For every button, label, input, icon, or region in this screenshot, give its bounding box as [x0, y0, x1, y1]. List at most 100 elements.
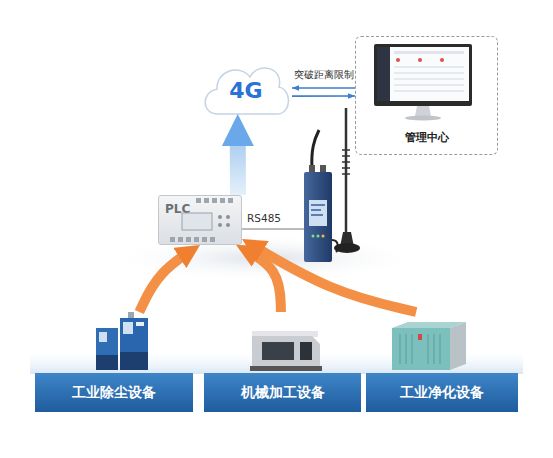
equipment-band: 工业净化设备: [366, 312, 518, 412]
antenna: [342, 150, 350, 174]
floor-glow: [30, 234, 523, 374]
gateway-device: [311, 204, 325, 206]
gateway-device: [311, 214, 323, 216]
plc-detail: [210, 237, 215, 242]
purifier-cabinet: [392, 322, 466, 328]
plc-detail: [170, 237, 175, 242]
monitor-icon: [415, 106, 431, 116]
lathe-machine: [250, 366, 322, 371]
band-bar: 机械加工设备: [204, 373, 361, 412]
dust-collector: [96, 355, 118, 370]
dust-collector: [136, 322, 144, 326]
gateway-device: [320, 165, 326, 173]
plc-detail: [220, 198, 225, 203]
node-label: 管理中心: [356, 130, 497, 145]
equipment-band: 工业除尘设备: [35, 312, 193, 412]
monitor-icon: [396, 58, 400, 62]
lathe-machine: [262, 342, 294, 360]
dust-collector: [99, 332, 107, 342]
gateway-device: [309, 165, 315, 173]
rs485-wire: [242, 229, 304, 230]
floor-glow: [30, 348, 523, 374]
edge-label: 突破距离限制: [294, 69, 354, 82]
plc-detail: [218, 215, 222, 219]
plc-detail: [204, 198, 209, 203]
dust-collector: [96, 312, 148, 370]
purifier-cabinet: [400, 334, 440, 364]
gateway-device: [312, 130, 319, 168]
monitor-icon: [394, 78, 464, 80]
gateway-device: [311, 209, 321, 211]
antenna: [345, 108, 348, 232]
connector-arrow: [236, 245, 281, 312]
purifier-cabinet: [418, 334, 422, 340]
plc-detail: [170, 198, 233, 242]
node-label: 4G: [200, 78, 292, 104]
antenna: [334, 243, 360, 253]
monitor-icon: [377, 47, 469, 101]
gateway-device: [309, 200, 327, 226]
node-label: 工业除尘设备: [72, 384, 156, 402]
plc-detail: [212, 198, 217, 203]
purifier-cabinet: [392, 328, 450, 370]
node-label: PLC: [165, 202, 190, 216]
lathe-machine: [300, 342, 312, 360]
monitor-icon: [374, 44, 472, 121]
cloud-node: 4G: [200, 58, 292, 114]
gateway-device: [317, 235, 320, 238]
gateway-device: [304, 172, 332, 262]
dust-collector: [120, 352, 148, 370]
monitor-icon: [394, 66, 464, 68]
antenna: [332, 108, 360, 253]
monitor-icon: [394, 90, 464, 92]
purifier-cabinet: [392, 322, 466, 370]
node-label: 机械加工设备: [241, 384, 325, 402]
monitor-icon: [440, 58, 444, 62]
purifier-cabinet: [450, 322, 466, 370]
monitor-icon: [394, 72, 464, 74]
plc-detail: [178, 237, 183, 242]
gateway-device: [304, 130, 332, 262]
monitor-icon: [394, 84, 464, 86]
connector-arrow: [230, 114, 246, 195]
monitor-icon: [418, 58, 422, 62]
connector-arrow: [139, 245, 200, 312]
plc-detail: [196, 198, 201, 203]
monitor-icon: [405, 116, 441, 121]
monitor-icon: [374, 44, 472, 106]
lathe-machine: [252, 336, 320, 370]
plc-detail: [226, 223, 230, 227]
antenna: [340, 232, 354, 247]
plc-detail: [194, 237, 199, 242]
floor-glow: [105, 234, 425, 282]
plc-detail: [182, 213, 212, 230]
gateway-device: [312, 235, 315, 238]
management-center-box: 管理中心: [355, 36, 498, 155]
connector-arrow: [292, 88, 355, 96]
plc-detail: [218, 223, 222, 227]
plc-detail: [202, 237, 207, 242]
lathe-machine: [250, 331, 322, 371]
dust-collector: [123, 322, 133, 334]
band-bar: 工业除尘设备: [35, 373, 193, 412]
dust-collector: [96, 328, 118, 370]
dust-collector: [128, 312, 134, 319]
gateway-device: [322, 235, 325, 238]
plc-detail: [186, 237, 191, 242]
monitor-icon: [394, 51, 464, 54]
plc-device: PLC: [158, 195, 242, 245]
node-label: 工业净化设备: [400, 384, 484, 402]
connector-arrow: [242, 239, 416, 312]
monitor-icon: [377, 47, 390, 101]
plc-detail: [226, 215, 230, 219]
band-bar: 工业净化设备: [366, 373, 518, 412]
signal-label: RS485: [247, 212, 281, 224]
plc-detail: [228, 198, 233, 203]
lathe-machine: [252, 331, 318, 337]
rs485-wire: [242, 229, 304, 230]
dust-collector: [120, 318, 148, 370]
equipment-band: 机械加工设备: [204, 312, 361, 412]
